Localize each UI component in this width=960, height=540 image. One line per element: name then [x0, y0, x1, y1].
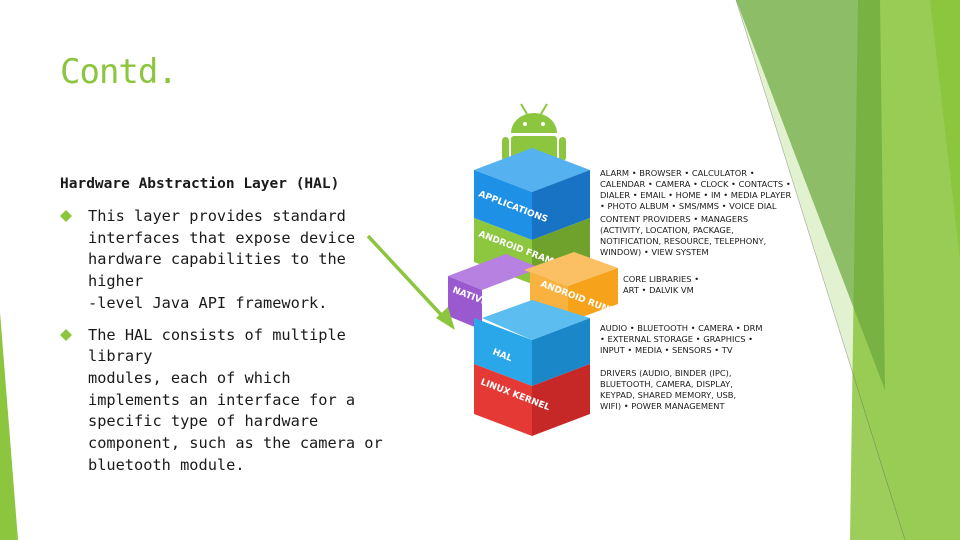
right-accent-dark — [736, 0, 885, 390]
section-heading: Hardware Abstraction Layer (HAL) — [60, 176, 340, 192]
slide-title: Contd. — [60, 52, 178, 92]
layer-description: AUDIO • BLUETOOTH • CAMERA • DRM — [600, 323, 763, 333]
bullet-line: hardware capabilities to the higher — [88, 250, 346, 291]
layer-description: ART • DALVIK VM — [623, 285, 694, 295]
bullet-line: component, such as the camera or — [88, 434, 383, 453]
bullet-line: modules, each of which — [88, 368, 291, 387]
bullet-line: interfaces that expose device — [88, 228, 356, 247]
diamond-bullet-icon — [60, 210, 72, 222]
accent-line — [735, 0, 906, 540]
left-accent-shape — [0, 312, 18, 540]
bullet-line: implements an interface for a — [88, 390, 356, 409]
layer-description: KEYPAD, SHARED MEMORY, USB, — [600, 390, 736, 400]
layer-description: DIALER • EMAIL • HOME • IM • MEDIA PLAYE… — [600, 190, 791, 200]
layer-description: CALENDAR • CAMERA • CLOCK • CONTACTS • — [600, 179, 791, 189]
bullet-list: This layer provides standard interfaces … — [60, 206, 390, 486]
bullet-line: This layer provides standard — [88, 207, 346, 225]
bullet-line: specific type of hardware — [88, 412, 319, 431]
layer-description: INPUT • MEDIA • SENSORS • TV — [600, 345, 733, 355]
layer-kernel: LINUX KERNEL — [474, 364, 590, 436]
bullet-item: The HAL consists of multiple library mod… — [60, 325, 390, 477]
layer-description: WINDOW) • VIEW SYSTEM — [600, 247, 709, 257]
layer-description: • PHOTO ALBUM • SMS/MMS • VOICE DIAL — [600, 201, 777, 211]
layer-description: WIFI) • POWER MANAGEMENT — [600, 401, 726, 411]
layer-applications: APPLICATIONS — [474, 148, 590, 240]
right-accent-corner — [930, 0, 960, 260]
layer-hal: HAL — [474, 300, 590, 386]
layer-description: DRIVERS (AUDIO, BINDER (IPC), — [600, 368, 732, 378]
layer-description: CONTENT PROVIDERS • MANAGERS — [600, 214, 748, 224]
layer-description: ALARM • BROWSER • CALCULATOR • — [600, 168, 755, 178]
pointer-arrow — [366, 234, 455, 330]
bullet-item: This layer provides standard interfaces … — [60, 206, 390, 315]
layer-description: BLUETOOTH, CAMERA, DISPLAY, — [600, 379, 733, 389]
diamond-bullet-icon — [60, 328, 72, 341]
bullet-line: -level Java API framework. — [88, 293, 328, 312]
bullet-line: The HAL consists of multiple library — [88, 325, 346, 366]
layer-description: CORE LIBRARIES • — [623, 274, 699, 284]
layer-description: NOTIFICATION, RESOURCE, TELEPHONY, — [600, 236, 766, 246]
bullet-line: bluetooth module. — [88, 455, 245, 474]
layer-description: (ACTIVITY, LOCATION, PACKAGE, — [600, 225, 734, 235]
layer-description: • EXTERNAL STORAGE • GRAPHICS • — [600, 334, 753, 344]
